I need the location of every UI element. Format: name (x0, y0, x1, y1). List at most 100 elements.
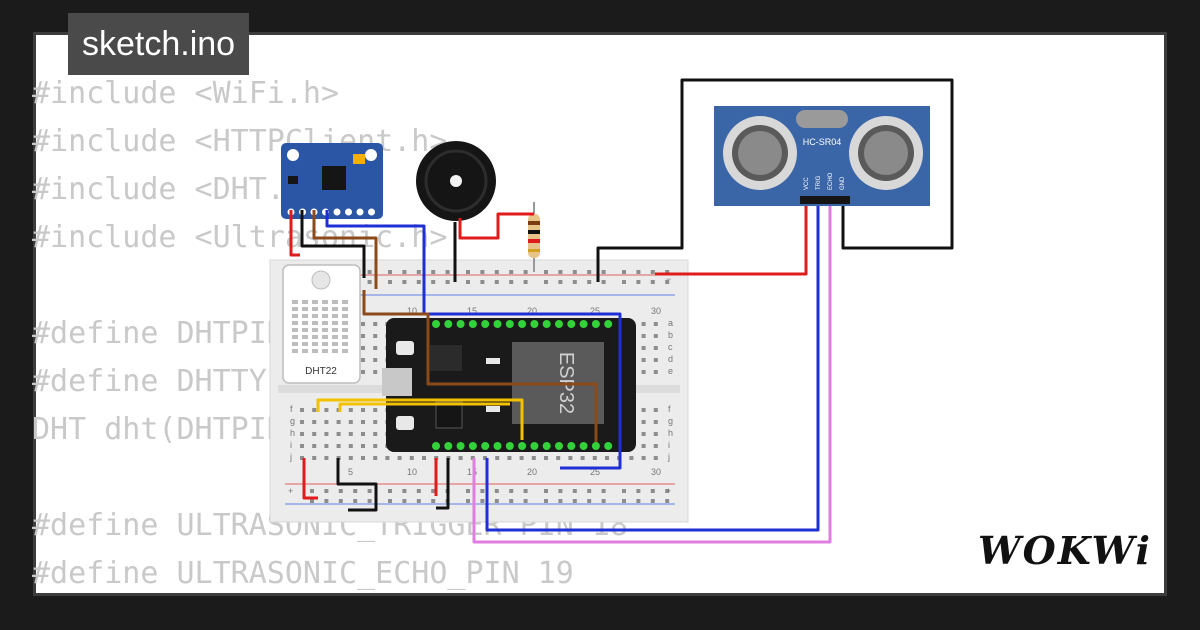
pin-label-echo: ECHO (828, 172, 834, 190)
breadboard-hole (523, 489, 528, 493)
breadboard-hole (636, 280, 641, 284)
sketch-tab[interactable]: sketch.ino (68, 13, 250, 75)
breadboard-hole (367, 280, 372, 284)
dht22-vent (292, 314, 298, 318)
breadboard-hole (416, 280, 421, 284)
esp32-pin (432, 442, 440, 450)
breadboard-hole (556, 456, 561, 460)
dht22-vent (322, 314, 328, 318)
dht22-vent (312, 342, 318, 346)
pin-label-vcc: VCC (804, 177, 810, 190)
breadboard-hole (300, 420, 304, 424)
breadboard-hole (641, 358, 646, 362)
esp32-pin (518, 320, 527, 328)
breadboard-hole (653, 358, 658, 362)
breadboard-hole (310, 489, 314, 493)
esp32-pin (468, 442, 477, 450)
row-letter: g (290, 416, 295, 426)
breadboard-hole (416, 270, 421, 274)
breadboard-hole (509, 489, 514, 493)
esp32-pin (456, 320, 465, 328)
buzzer[interactable] (416, 141, 496, 221)
pin-label-trig: TRIG (816, 175, 822, 190)
breadboard-hole (373, 456, 378, 460)
breadboard-hole (373, 334, 378, 338)
breadboard-hole (353, 499, 358, 503)
dht22-vent (302, 349, 308, 353)
breadboard-hole (324, 408, 329, 412)
breadboard-hole (300, 456, 304, 460)
breadboard-hole (324, 444, 329, 448)
breadboard-hole (336, 420, 341, 424)
esp32-pin (542, 442, 551, 450)
breadboard-hole (367, 499, 372, 503)
hcsr04-sensor[interactable]: HC-SR04 VCC TRIG ECHO GND (714, 106, 930, 206)
dht22-vent (322, 307, 328, 311)
breadboard-hole (665, 270, 670, 274)
breadboard-hole (458, 456, 463, 460)
breadboard-hole (480, 280, 485, 284)
breadboard-hole (544, 270, 548, 274)
dht22-vent (332, 321, 338, 325)
esp32-pin (518, 442, 527, 450)
breadboard-hole (587, 499, 592, 503)
mpu6050-module[interactable] (281, 143, 383, 219)
hcsr04-label: HC-SR04 (803, 137, 842, 147)
wire-blue (485, 206, 820, 532)
breadboard-hole (361, 408, 365, 412)
breadboard-hole (480, 489, 485, 493)
breadboard-hole (367, 270, 372, 274)
breadboard-hole (665, 499, 670, 503)
breadboard-hole (601, 499, 606, 503)
breadboard-hole (568, 456, 573, 460)
breadboard-hole (373, 346, 378, 350)
breadboard-hole (324, 456, 329, 460)
row-letter: b (668, 330, 673, 340)
breadboard-hole (422, 456, 426, 460)
dht22-vent (302, 342, 308, 346)
dht22-vent (292, 342, 298, 346)
breadboard-hole (601, 280, 606, 284)
breadboard-hole (324, 432, 329, 436)
dht22-vent (332, 349, 338, 353)
breadboard-hole (416, 489, 421, 493)
breadboard-hole (650, 280, 655, 284)
row-letter: h (668, 428, 673, 438)
breadboard-hole (641, 432, 646, 436)
breadboard-hole (338, 499, 343, 503)
dht22-vent (342, 307, 348, 311)
dht22-vent (292, 300, 298, 304)
breadboard-hole (445, 270, 450, 274)
dht22-vent (332, 314, 338, 318)
esp32-pin (567, 442, 576, 450)
dht22-vent (322, 300, 328, 304)
breadboard-hole (509, 270, 514, 274)
breadboard-hole (665, 489, 670, 493)
breadboard-hole (361, 370, 365, 374)
row-letter: c (668, 342, 673, 352)
breadboard-hole (622, 499, 626, 503)
wire-brown (312, 210, 378, 289)
mpu6050-pin (333, 208, 341, 216)
wire-brown (362, 290, 598, 442)
breadboard-hole (373, 432, 378, 436)
dht22-vent (342, 335, 348, 339)
dht22-sensor[interactable]: DHT22 (282, 264, 361, 384)
dht22-vent (302, 307, 308, 311)
esp32-pin (591, 320, 600, 328)
pin-label-gnd: GND (840, 176, 846, 190)
esp32-pin (493, 320, 502, 328)
row-letter: j (667, 452, 670, 462)
esp32-pin (481, 442, 490, 450)
breadboard-hole (665, 280, 670, 284)
breadboard-hole (544, 499, 548, 503)
breadboard-hole (361, 420, 365, 424)
breadboard-hole (312, 420, 317, 424)
breadboard-hole (353, 489, 358, 493)
dht22-vent (302, 314, 308, 318)
breadboard-hole (361, 432, 365, 436)
code-line: #define DHTPIN 15 (32, 316, 340, 351)
esp32-pin (444, 320, 453, 328)
breadboard-hole (348, 432, 353, 436)
